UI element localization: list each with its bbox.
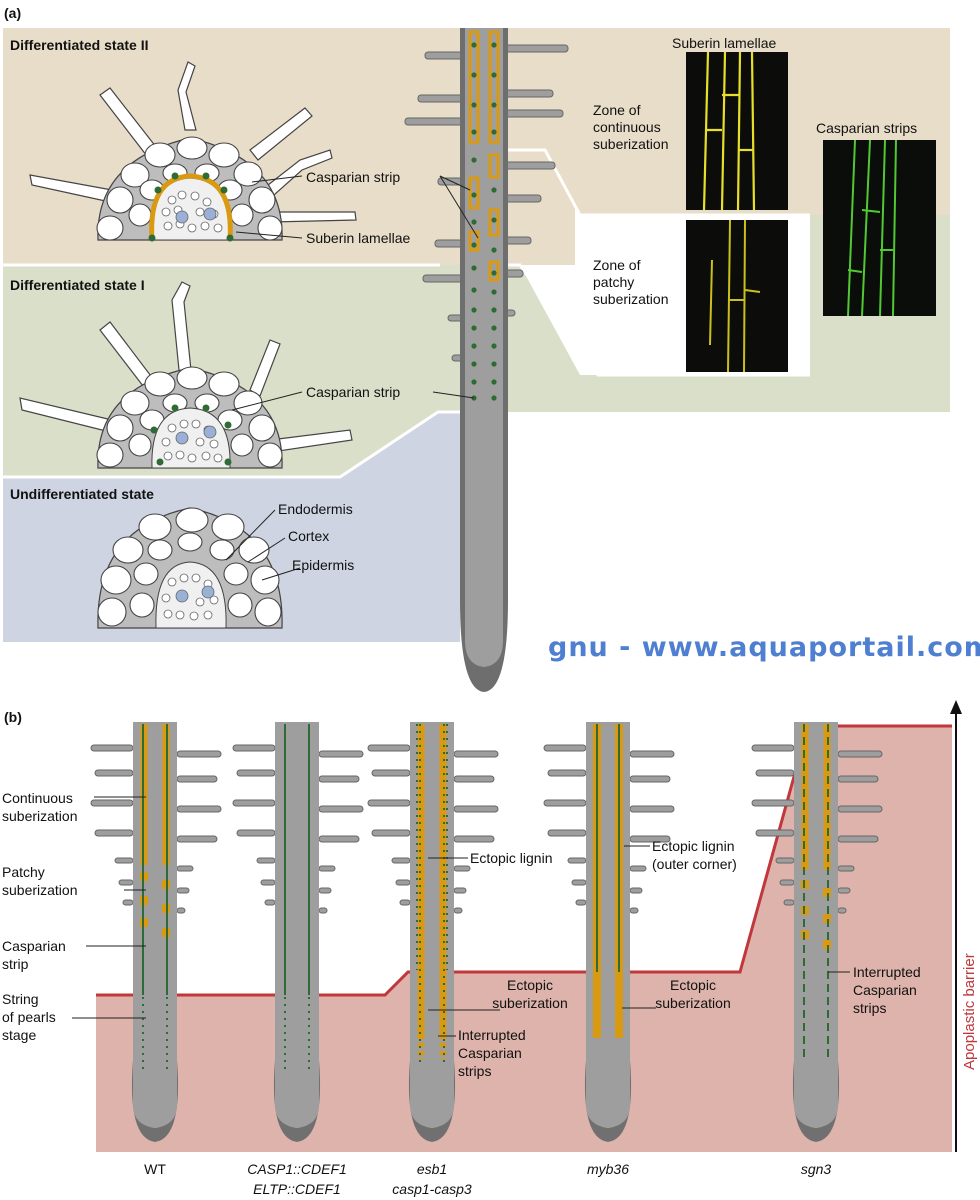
watermark: gnu - www.aquaportail.com bbox=[548, 632, 980, 663]
svg-text:of pearls: of pearls bbox=[2, 1009, 56, 1025]
cross-section-diff1 bbox=[19, 281, 353, 469]
zone-continuous-label: Zone of continuous suberization bbox=[593, 102, 669, 152]
annotation-ectopic-sub-myb36: Ectopic suberization bbox=[622, 977, 731, 1011]
svg-text:String: String bbox=[2, 991, 39, 1007]
svg-text:patchy: patchy bbox=[593, 274, 634, 290]
annotation-interrupted-sgn3: Interrupted Casparian strips bbox=[828, 964, 921, 1016]
undiff-title: Undifferentiated state bbox=[10, 486, 154, 502]
label-casparian-strip-2: Casparian strip bbox=[306, 169, 400, 185]
left-label-patchy: Patchy suberization bbox=[2, 864, 146, 898]
svg-text:Zone of: Zone of bbox=[593, 102, 641, 118]
label-cortex: Cortex bbox=[288, 528, 329, 544]
svg-text:Zone of: Zone of bbox=[593, 257, 641, 273]
svg-text:Casparian: Casparian bbox=[458, 1045, 522, 1061]
genotype-casp1-casp3: casp1-casp3 bbox=[392, 1181, 472, 1197]
svg-text:Interrupted: Interrupted bbox=[853, 964, 921, 980]
cross-section-diff2 bbox=[29, 61, 357, 242]
label-casparian-strip-1: Casparian strip bbox=[306, 384, 400, 400]
svg-text:Ectopic: Ectopic bbox=[507, 977, 553, 993]
left-label-pearls: String of pearls stage bbox=[2, 991, 146, 1043]
label-endodermis: Endodermis bbox=[278, 501, 353, 517]
genotype-esb1: esb1 bbox=[417, 1161, 447, 1177]
annotation-ectopic-sub-esb1: Ectopic suberization bbox=[428, 977, 568, 1011]
micro-casparian bbox=[823, 139, 936, 317]
genotype-sgn3: sgn3 bbox=[801, 1161, 832, 1177]
panel-a-tag: (a) bbox=[4, 5, 21, 21]
svg-text:suberization: suberization bbox=[2, 882, 78, 898]
left-label-casparian: Casparian strip bbox=[2, 938, 146, 972]
micro-suberin-continuous bbox=[686, 51, 788, 211]
svg-text:continuous: continuous bbox=[593, 119, 661, 135]
root-sgn3 bbox=[751, 722, 883, 1142]
annotation-ectopic-lignin-outer: Ectopic lignin (outer corner) bbox=[624, 838, 737, 872]
svg-text:strips: strips bbox=[853, 1000, 886, 1016]
root-wt bbox=[90, 722, 222, 1142]
svg-text:Ectopic lignin: Ectopic lignin bbox=[652, 838, 735, 854]
genotype-wt: WT bbox=[144, 1161, 166, 1177]
genotype-casp1-cdef1: CASP1::CDEF1 bbox=[247, 1161, 347, 1177]
micro-suberin-title: Suberin lamellae bbox=[672, 35, 776, 51]
diff1-title: Differentiated state I bbox=[10, 277, 145, 293]
micro-suberin-patchy bbox=[686, 219, 788, 373]
main-root bbox=[404, 28, 569, 692]
svg-text:Continuous: Continuous bbox=[2, 790, 73, 806]
svg-text:strips: strips bbox=[458, 1063, 491, 1079]
root-myb36 bbox=[543, 722, 675, 1142]
svg-text:Ectopic lignin: Ectopic lignin bbox=[470, 850, 553, 866]
annotation-ectopic-lignin: Ectopic lignin bbox=[428, 850, 553, 866]
svg-text:Ectopic: Ectopic bbox=[670, 977, 716, 993]
root-casp1-cdef1 bbox=[232, 722, 364, 1142]
mutant-roots bbox=[90, 722, 883, 1142]
annotation-interrupted-esb1: Interrupted Casparian strips bbox=[438, 1027, 526, 1079]
genotype-eltp-cdef1: ELTP::CDEF1 bbox=[253, 1181, 341, 1197]
micro-casparian-title: Casparian strips bbox=[816, 120, 917, 136]
label-suberin-lamellae: Suberin lamellae bbox=[306, 230, 410, 246]
svg-text:stage: stage bbox=[2, 1027, 36, 1043]
left-label-continuous: Continuous suberization bbox=[2, 790, 146, 824]
axis-apoplastic-barrier: Apoplastic barrier bbox=[961, 953, 978, 1070]
svg-text:suberization: suberization bbox=[593, 291, 669, 307]
svg-text:(outer corner): (outer corner) bbox=[652, 856, 737, 872]
diff2-title: Differentiated state II bbox=[10, 37, 148, 53]
svg-text:Interrupted: Interrupted bbox=[458, 1027, 526, 1043]
svg-text:Patchy: Patchy bbox=[2, 864, 45, 880]
root-esb1 bbox=[367, 722, 499, 1142]
cross-section-undiff bbox=[97, 507, 301, 629]
svg-text:Casparian: Casparian bbox=[853, 982, 917, 998]
panel-b-tag: (b) bbox=[4, 709, 22, 725]
zone-patchy-label: Zone of patchy suberization bbox=[593, 257, 669, 307]
svg-text:suberization: suberization bbox=[593, 136, 669, 152]
svg-text:strip: strip bbox=[2, 956, 29, 972]
genotype-myb36: myb36 bbox=[587, 1161, 629, 1177]
svg-text:suberization: suberization bbox=[2, 808, 78, 824]
svg-text:Casparian: Casparian bbox=[2, 938, 66, 954]
label-epidermis: Epidermis bbox=[292, 557, 354, 573]
svg-text:suberization: suberization bbox=[655, 995, 731, 1011]
svg-text:suberization: suberization bbox=[492, 995, 568, 1011]
